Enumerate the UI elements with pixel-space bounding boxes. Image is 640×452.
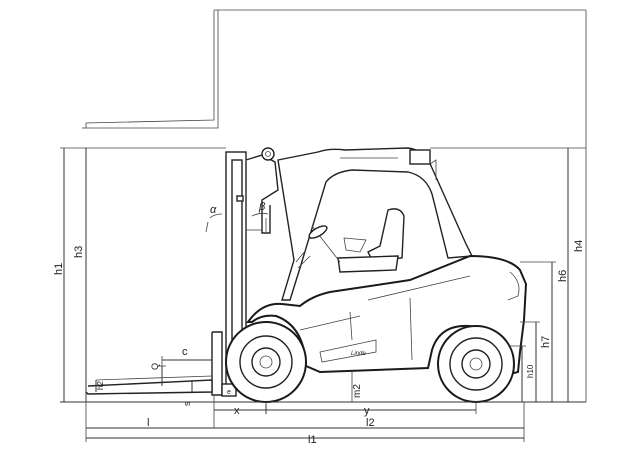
left-dimensions <box>60 127 226 402</box>
label-h10: h10 <box>526 364 535 378</box>
extended-mast-outline <box>85 9 587 402</box>
label-m2: m2 <box>352 384 363 398</box>
label-h4: h4 <box>573 240 585 252</box>
label-l1: l1 <box>308 434 317 446</box>
brand-logo: Linde <box>351 351 366 357</box>
label-q: Q <box>150 363 160 370</box>
label-h2: h2 <box>96 381 105 390</box>
bottom-dimensions <box>85 372 525 442</box>
label-c: c <box>182 346 188 358</box>
label-h3: h3 <box>73 246 85 258</box>
label-l: l <box>147 417 149 429</box>
tilt-angle-marks <box>205 212 269 233</box>
label-y: y <box>364 405 370 417</box>
label-l2: l2 <box>366 417 375 429</box>
label-h7: h7 <box>540 336 552 348</box>
rear-wheel <box>437 325 515 403</box>
label-h1: h1 <box>53 263 65 275</box>
label-alpha: α <box>210 204 217 216</box>
overhead-guard <box>277 147 474 301</box>
right-dimensions <box>430 147 586 402</box>
mast <box>225 147 279 389</box>
label-x: x <box>234 405 240 417</box>
forks <box>85 331 237 397</box>
label-e: e <box>227 389 231 396</box>
seat-steering <box>295 208 405 273</box>
label-s: s <box>182 401 192 406</box>
label-beta: β <box>258 201 266 213</box>
front-wheel <box>225 321 307 403</box>
load-center-dimensions <box>158 356 212 392</box>
label-h6: h6 <box>557 270 569 282</box>
